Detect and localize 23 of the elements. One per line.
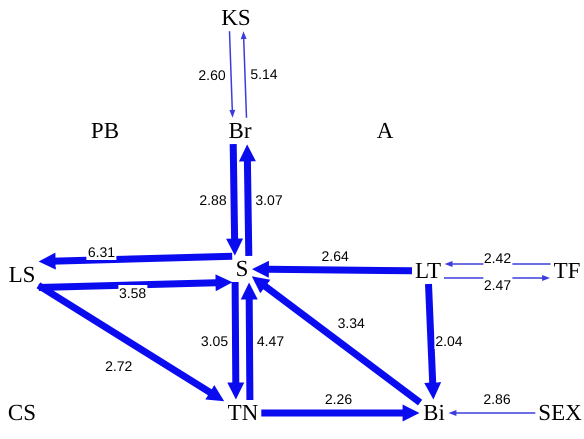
node-label: TN <box>226 401 260 425</box>
node-label: Bi <box>422 401 446 425</box>
node-label: S <box>234 257 250 281</box>
region-label: CS <box>8 401 36 425</box>
edge-label: 2.04 <box>434 333 464 350</box>
edge-label: 2.26 <box>324 391 354 407</box>
node-label: KS <box>220 6 252 30</box>
edge-label: 3.05 <box>200 333 230 350</box>
edge-label: 3.34 <box>336 315 366 332</box>
edge-label: 2.42 <box>482 250 512 266</box>
edge-label: 2.47 <box>482 277 512 293</box>
node-label: LT <box>414 259 442 283</box>
region-label: A <box>376 119 394 143</box>
node-label: LS <box>8 263 36 287</box>
node-label: SEX <box>537 401 583 425</box>
edge-label: 2.86 <box>482 391 512 407</box>
edge-label: 2.64 <box>320 248 350 264</box>
edge-label: 3.58 <box>118 284 148 301</box>
node-label: TF <box>552 259 582 283</box>
edge-label: 2.60 <box>197 67 227 84</box>
region-label: PB <box>90 119 120 143</box>
node-label: Br <box>228 119 252 143</box>
edge-label: 2.88 <box>198 192 228 208</box>
